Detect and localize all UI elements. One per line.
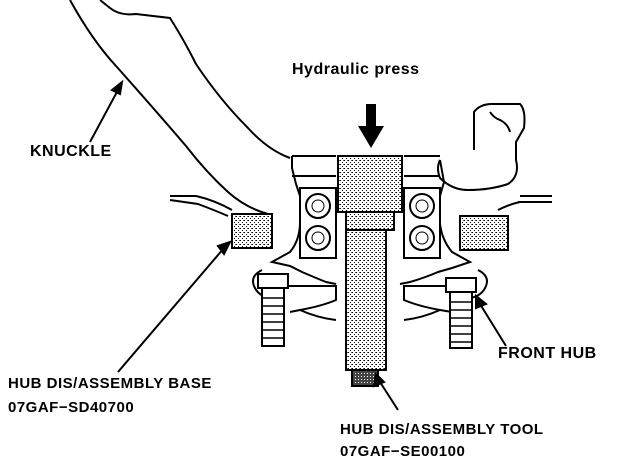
right-housing: [437, 103, 552, 211]
leader-arrows: [89, 79, 507, 411]
knuckle-label: KNUCKLE: [30, 143, 112, 160]
base-block-right: [459, 215, 509, 251]
tool-label-name: HUB DIS/ASSEMBLY TOOL: [340, 421, 544, 438]
base-label-name: HUB DIS/ASSEMBLY BASE: [8, 375, 212, 392]
left-bearing: [299, 187, 337, 259]
stud-left: [257, 273, 289, 347]
press-label: Hydraulic press: [292, 61, 420, 78]
tool-label-part-number: 07GAF−SE00100: [340, 443, 466, 460]
base-block-left: [231, 213, 273, 249]
stud-right: [445, 277, 477, 349]
base-label-part-number: 07GAF−SD40700: [8, 399, 135, 416]
front-hub-label: FRONT HUB: [498, 345, 597, 362]
hub-tool: [337, 155, 403, 387]
press-arrow-icon: [358, 104, 384, 148]
right-bearing: [403, 187, 441, 259]
knuckle-outline: [69, 0, 291, 217]
